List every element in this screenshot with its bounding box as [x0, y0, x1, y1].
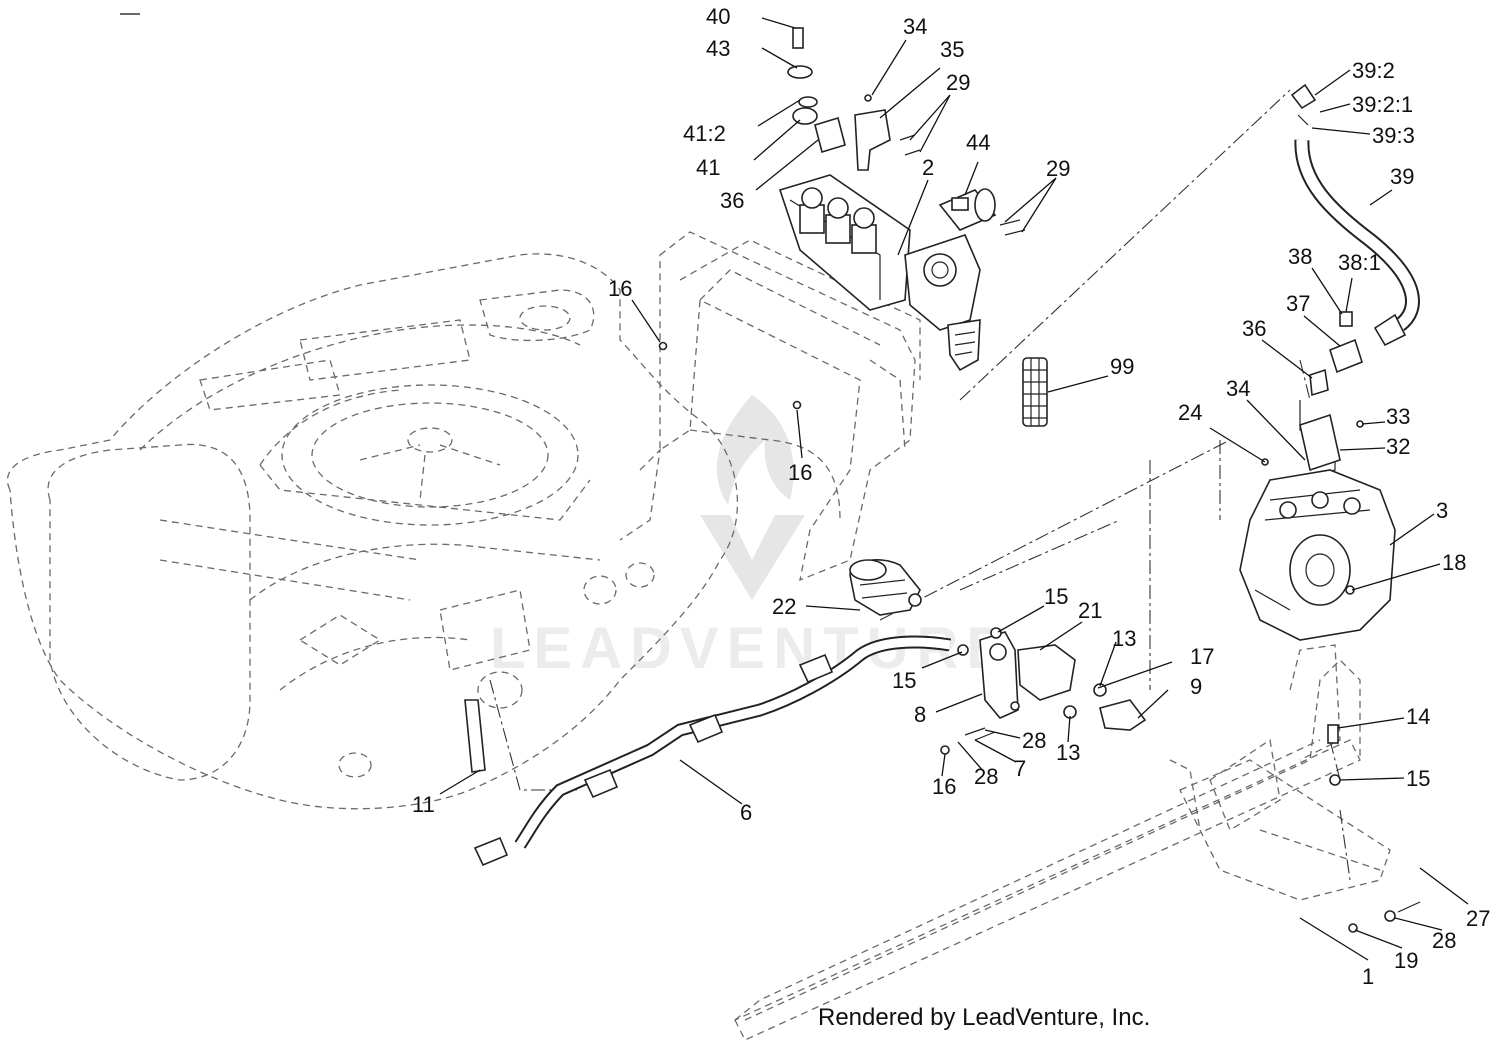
callout-21: 21: [1078, 598, 1102, 623]
callout-16-lower: 16: [932, 774, 956, 799]
callout-41-2: 41:2: [683, 121, 726, 146]
callout-36-upper: 36: [720, 188, 744, 213]
callout-29-upper: 29: [946, 70, 970, 95]
pump-part: [1239, 469, 1396, 641]
callout-14: 14: [1406, 704, 1430, 729]
assembly-link-lines: [489, 89, 1351, 881]
callout-44: 44: [966, 130, 990, 155]
callout-leader-lines: [120, 13, 1469, 961]
callout-labels: 40 43 41:2 41 36 34 35 29 2 44 29 16 16 …: [412, 4, 1490, 989]
fastener-16-middle: [792, 400, 802, 410]
render-credit-caption: Rendered by LeadVenture, Inc.: [818, 1004, 1151, 1031]
callout-6: 6: [740, 800, 752, 825]
callout-99: 99: [1110, 354, 1134, 379]
callout-24: 24: [1178, 400, 1202, 425]
callout-17: 17: [1190, 644, 1214, 669]
callout-34-upper: 34: [903, 14, 927, 39]
callout-29-right: 29: [1046, 156, 1070, 181]
pump-fitting-parts: [1299, 311, 1363, 479]
callout-38-1: 38:1: [1338, 250, 1381, 275]
boom-tube-outline: [734, 644, 1391, 1041]
callout-22: 22: [772, 594, 796, 619]
callout-28-upper: 28: [1022, 728, 1046, 753]
callout-15-upper: 15: [1044, 584, 1068, 609]
callout-8: 8: [914, 702, 926, 727]
callout-43: 43: [706, 36, 730, 61]
pump-bracket-part: [1299, 413, 1364, 472]
callout-39-3: 39:3: [1372, 123, 1415, 148]
callout-7: 7: [1014, 756, 1026, 781]
callout-13-lower: 13: [1056, 740, 1080, 765]
callout-32: 32: [1386, 434, 1410, 459]
valve-manifold-assembly: [778, 174, 981, 372]
tank-pin-part: [464, 699, 486, 773]
filter-screen-part: [1022, 357, 1048, 427]
gauge-stack-parts: [787, 27, 846, 154]
callout-15-lower: 15: [1406, 766, 1430, 791]
watermark-flame-icon: [716, 395, 794, 505]
spray-tank-outline: [6, 253, 738, 810]
callout-33: 33: [1386, 404, 1410, 429]
callout-16-middle: 16: [788, 460, 812, 485]
fastener-16-upper: [658, 341, 668, 351]
callout-16-left: 16: [608, 276, 632, 301]
callout-13-upper: 13: [1112, 626, 1136, 651]
flow-meter-part: [938, 188, 997, 231]
callout-18: 18: [1442, 550, 1466, 575]
lower-bracket-parts: [957, 627, 1341, 786]
callout-38: 38: [1288, 244, 1312, 269]
callout-40: 40: [706, 4, 730, 29]
callout-9: 9: [1190, 674, 1202, 699]
callout-36-right: 36: [1242, 316, 1266, 341]
callout-2: 2: [922, 155, 934, 180]
suction-hose-part: [1290, 83, 1420, 347]
callout-19: 19: [1394, 948, 1418, 973]
watermark-chevron-icon: [700, 515, 805, 600]
callout-39-2-1: 39:2:1: [1352, 92, 1413, 117]
leadventure-watermark: LEADVENTURE: [490, 395, 1005, 681]
callout-34-right: 34: [1226, 376, 1250, 401]
callout-15-middle: 15: [892, 668, 916, 693]
line-filter-part: [849, 559, 922, 616]
callout-1: 1: [1362, 964, 1374, 989]
boom-hose-part: [473, 635, 952, 867]
callout-37: 37: [1286, 291, 1310, 316]
callout-28-bottom: 28: [1432, 928, 1456, 953]
callout-41: 41: [696, 155, 720, 180]
callout-35: 35: [940, 37, 964, 62]
callout-28-lower: 28: [974, 764, 998, 789]
callout-11: 11: [412, 792, 435, 817]
callout-39-2: 39:2: [1352, 58, 1395, 83]
upper-bracket-part: [854, 94, 1026, 236]
callout-27: 27: [1466, 906, 1490, 931]
callout-39: 39: [1390, 164, 1414, 189]
callout-3: 3: [1436, 498, 1448, 523]
